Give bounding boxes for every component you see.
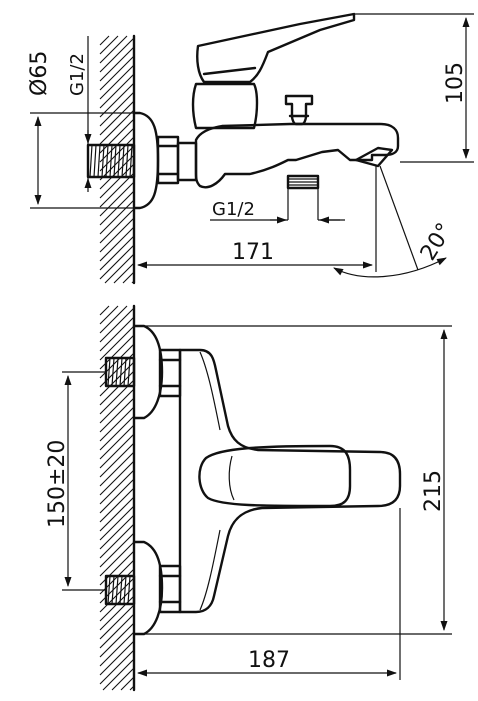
- connector-thread-upper: [104, 356, 136, 388]
- dim-150: 150±20: [45, 371, 106, 591]
- dim-171-label: 171: [232, 240, 274, 265]
- escutcheon-upper: [132, 324, 164, 420]
- dim-215-label: 215: [421, 470, 446, 512]
- cartridge-housing: [191, 82, 259, 130]
- front-view: 150±20 215 187: [45, 304, 452, 692]
- side-view: Ø65 G1/2 105 G1/2 171: [27, 12, 474, 285]
- lever-handle-front: [198, 444, 352, 508]
- dim-g12-outlet: G1/2: [210, 199, 345, 224]
- lever-handle: [196, 12, 356, 84]
- escutcheon-lower: [132, 540, 164, 636]
- body-collar: [176, 141, 198, 182]
- dim-g12-wall: G1/2: [67, 36, 92, 192]
- dim-phi65-label: Ø65: [27, 51, 52, 96]
- dim-215: 215: [144, 325, 452, 635]
- dim-phi65: Ø65: [27, 51, 134, 209]
- wall-hatch-bottom: [99, 304, 136, 692]
- escutcheon-flange: [132, 111, 160, 210]
- dim-187-label: 187: [248, 648, 290, 673]
- dim-171: 171: [137, 165, 377, 272]
- dim-g12-wall-label: G1/2: [67, 53, 88, 96]
- dim-g12-outlet-label: G1/2: [212, 199, 255, 220]
- union-nut: [156, 135, 180, 185]
- mixer-body: [194, 122, 400, 189]
- dim-150-label: 150±20: [45, 440, 70, 528]
- diverter-knob: [284, 94, 314, 126]
- wall-hatch-top: [99, 34, 136, 285]
- spout-outlet: [354, 146, 394, 168]
- wall-connector-thread: [86, 143, 136, 179]
- dim-105-label: 105: [443, 62, 468, 104]
- mixer-body-front: [178, 348, 402, 614]
- dim-angle-20-label: 20°: [416, 219, 458, 265]
- dim-angle-20: 20°: [333, 165, 458, 278]
- dim-105: 105: [352, 13, 474, 163]
- dim-187: 187: [137, 508, 401, 680]
